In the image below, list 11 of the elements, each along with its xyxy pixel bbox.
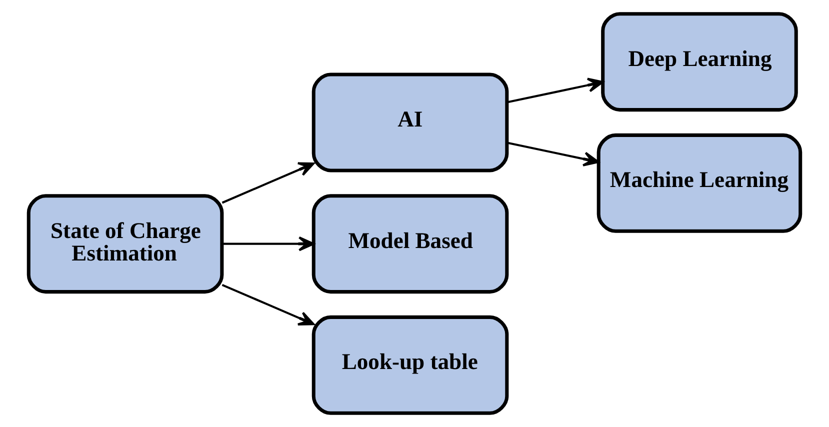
arrow <box>506 142 600 166</box>
node-box: State of Charge Estimation <box>26 194 224 294</box>
arrow <box>222 162 314 204</box>
node-box: Deep Learning <box>601 12 798 112</box>
arrow <box>506 78 604 104</box>
node-box: Model Based <box>312 194 509 294</box>
node-box: Look-up table <box>312 315 509 415</box>
node-box: AI <box>312 72 509 172</box>
arrow <box>222 236 314 252</box>
node-box: Machine Learning <box>596 133 802 233</box>
arrow <box>222 284 314 326</box>
